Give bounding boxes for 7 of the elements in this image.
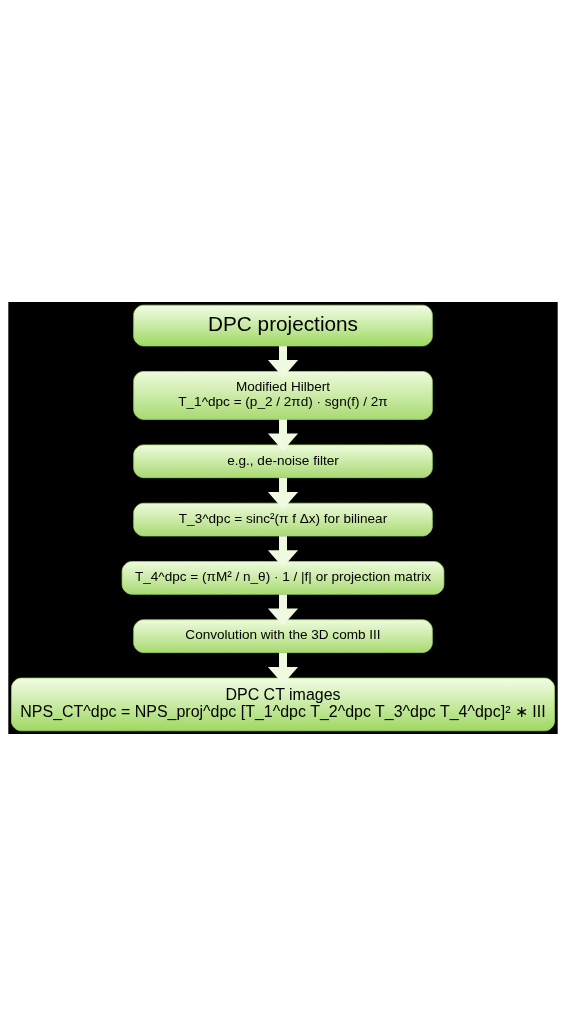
node-box: DPC projections: [133, 304, 433, 346]
node-box: DPC CT images NPS_CT^dpc = NPS_proj^dpc [T_1^dpc T_2^dpc T_3^dpc T_4^dpc]² ∗ III: [11, 677, 555, 731]
node-box: Convolution with the 3D comb III: [133, 618, 433, 653]
node-box: T_3^dpc = sinc²(π f Δx) for bilinear: [133, 502, 433, 536]
node-box: Modified Hilbert T_1^dpc = (p_2 / 2πd) · sgn(f) / 2π: [133, 370, 433, 420]
node-box: T_4^dpc = (πM² / n_θ) · 1 / |f| or projection matrix: [121, 560, 445, 595]
node-box: e.g., de-noise filter: [133, 444, 433, 478]
